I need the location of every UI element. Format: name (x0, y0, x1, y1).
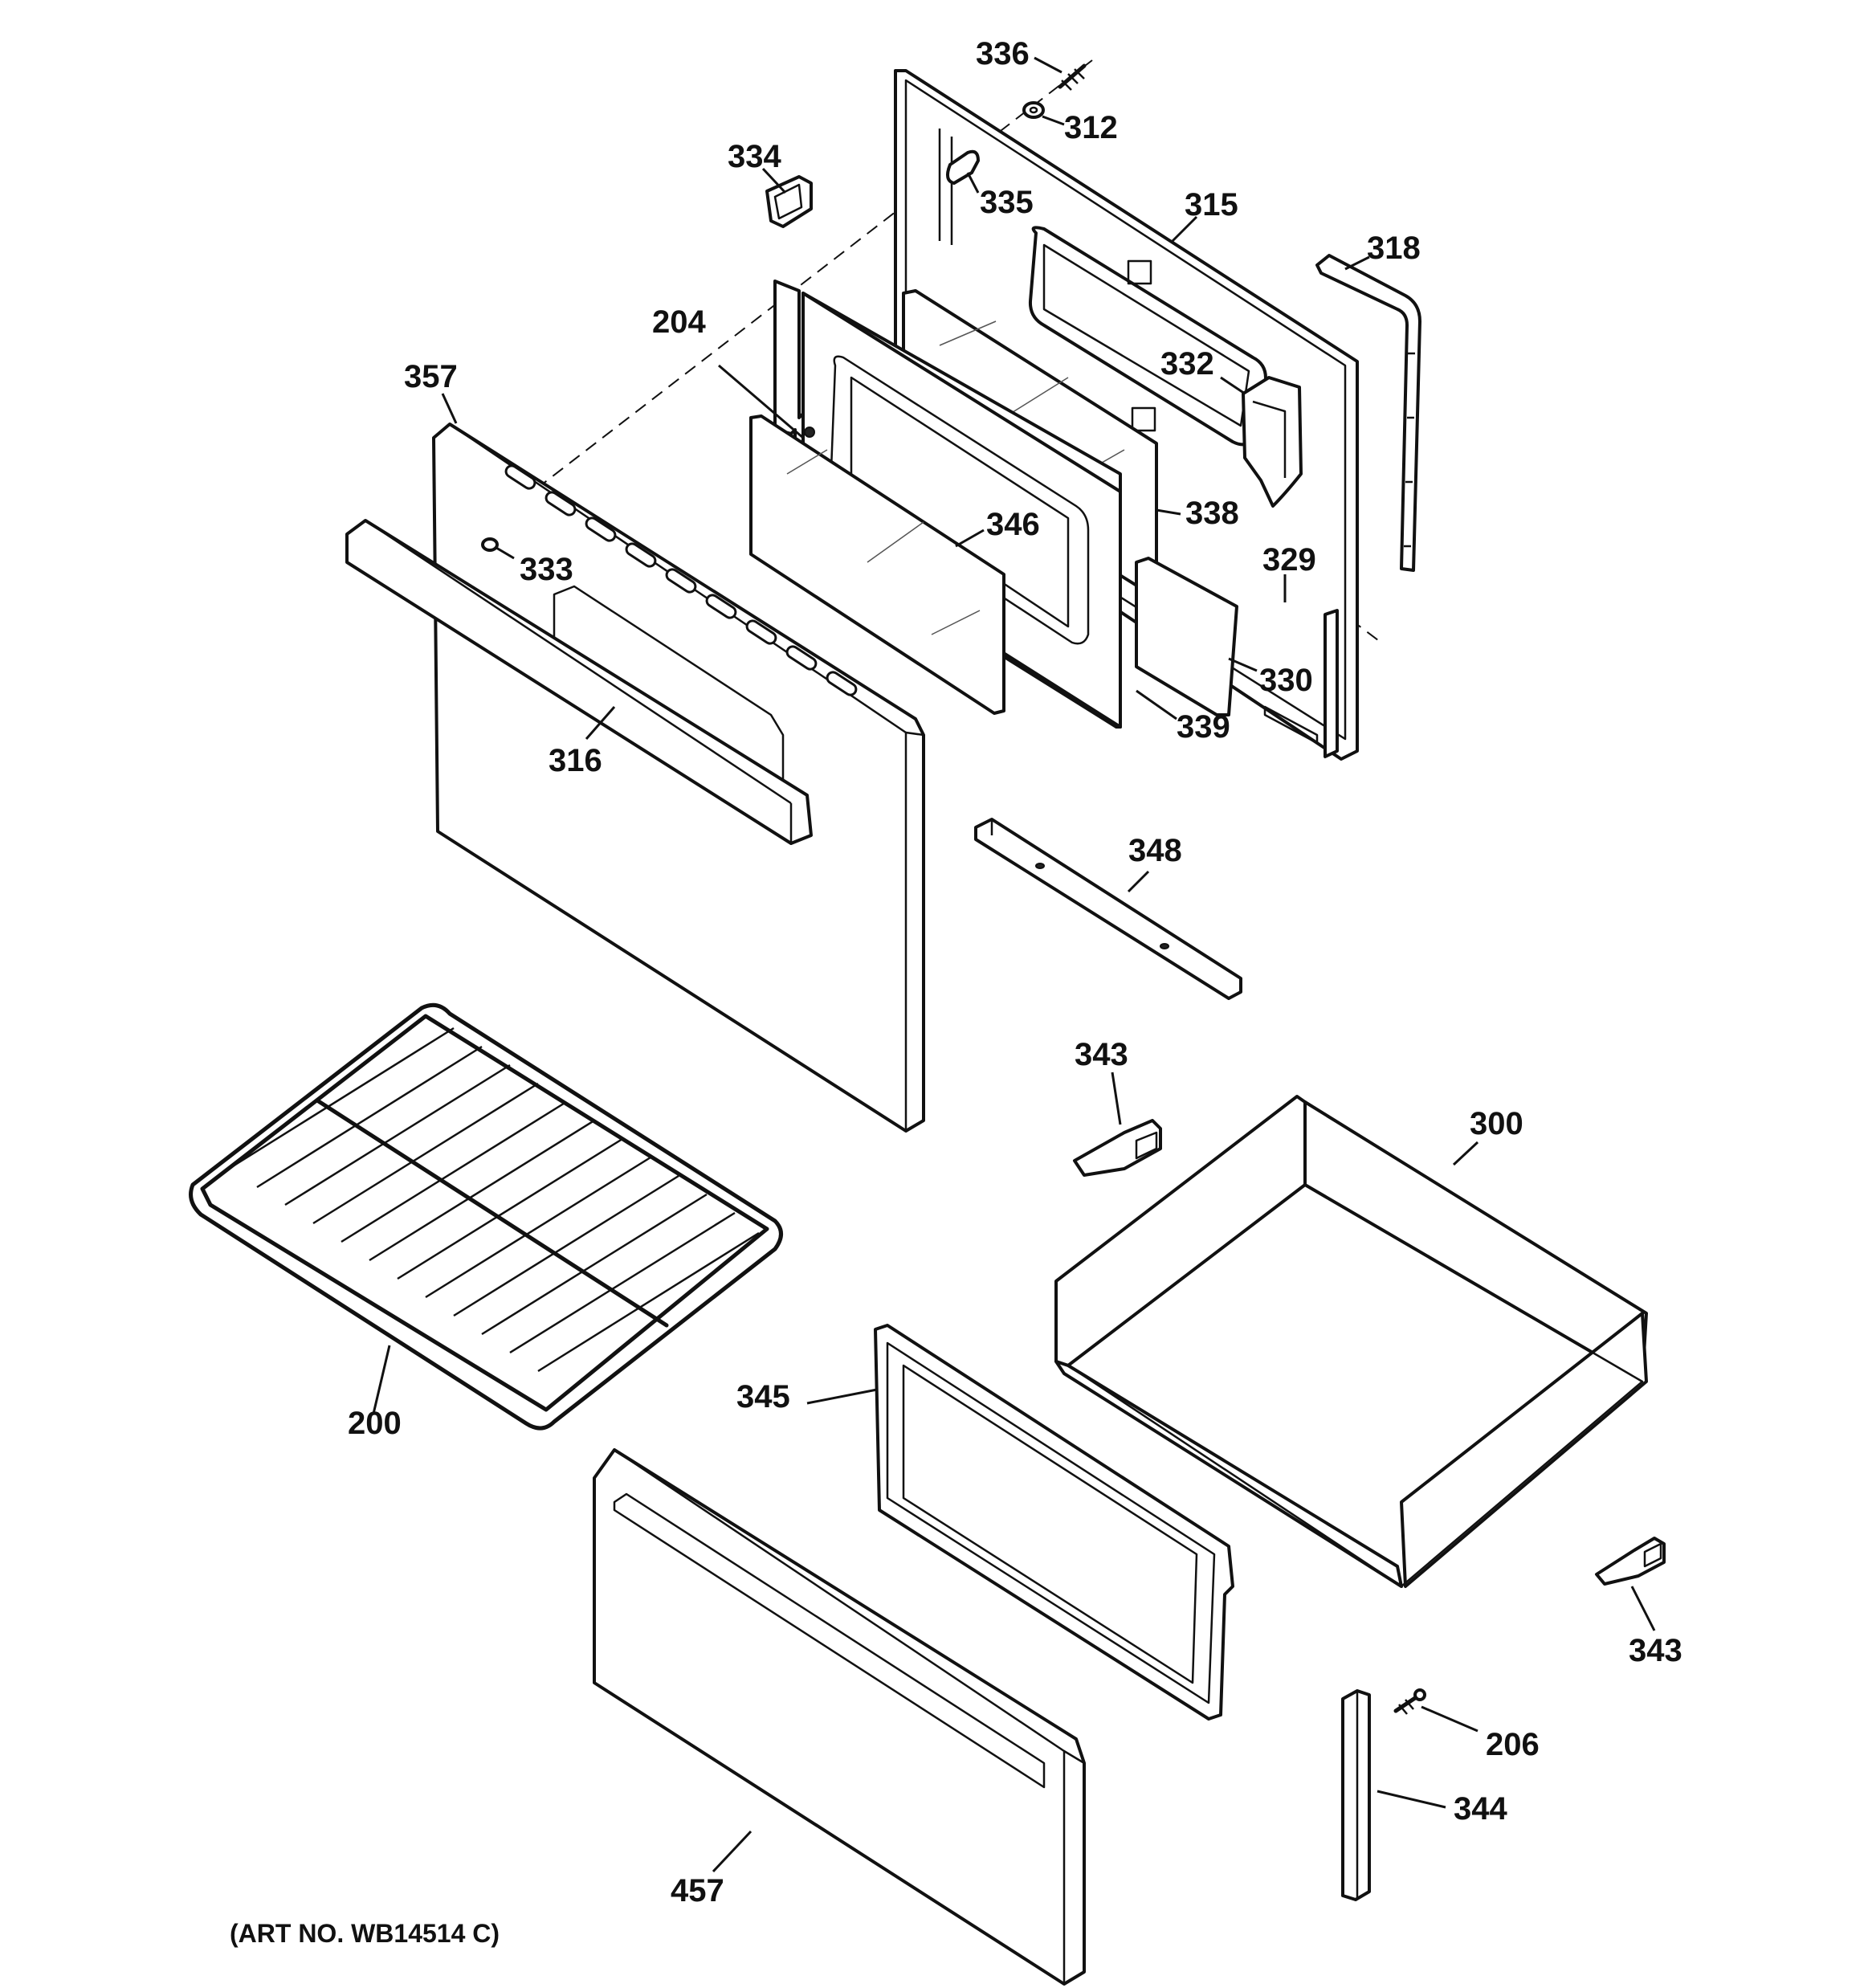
callout-335: 335 (980, 185, 1034, 220)
door-handle-part (345, 519, 813, 845)
screw-part (1058, 63, 1087, 91)
callout-348: 348 (1128, 833, 1182, 868)
callout-330: 330 (1259, 663, 1313, 698)
drawer-liner-part (874, 1324, 1234, 1721)
door-bracket-part (974, 818, 1242, 1000)
callout-329: 329 (1262, 542, 1316, 578)
washer-part (1022, 101, 1045, 119)
callout-339: 339 (1177, 709, 1230, 745)
drawer-body-part (1054, 1095, 1648, 1588)
callout-457: 457 (671, 1873, 724, 1908)
insulation-part (1242, 376, 1303, 508)
outer-glass-part (749, 414, 1005, 715)
callout-334: 334 (728, 139, 781, 174)
callout-336: 336 (976, 36, 1030, 71)
callout-344: 344 (1454, 1791, 1507, 1827)
callout-338: 338 (1185, 496, 1239, 531)
callout-316: 316 (549, 743, 602, 778)
callout-343-top: 343 (1075, 1037, 1128, 1072)
lower-panel-part (1135, 557, 1238, 716)
callout-332: 332 (1160, 346, 1214, 382)
drawer-glide-left-part (1073, 1119, 1162, 1177)
callout-312: 312 (1064, 110, 1118, 145)
callout-315: 315 (1185, 187, 1238, 222)
callout-200: 200 (348, 1406, 402, 1441)
callout-204: 204 (652, 304, 706, 340)
alignment-line-screw (513, 59, 1093, 507)
drawer-glide-right-part (1595, 1537, 1666, 1586)
alignment-line-hinge (1316, 594, 1382, 643)
callout-333: 333 (520, 552, 573, 587)
door-vent-slots (504, 464, 858, 696)
callout-345: 345 (736, 1379, 790, 1414)
door-clip-part (945, 149, 980, 185)
callout-346: 346 (986, 507, 1040, 542)
door-screw-part (481, 537, 499, 552)
rail-screw-part (1393, 1688, 1426, 1715)
callout-300: 300 (1470, 1106, 1523, 1141)
oven-rack-part (189, 1002, 783, 1431)
callout-343-bottom: 343 (1629, 1633, 1682, 1668)
art-number: (ART NO. WB14514 C) (230, 1919, 500, 1948)
callout-357: 357 (404, 359, 458, 394)
callout-318: 318 (1367, 231, 1421, 266)
leader-lines (372, 56, 1656, 1873)
inner-door-frame-part (894, 69, 1359, 761)
drawer-front-panel-part (593, 1448, 1086, 1986)
hinge-bracket-part (765, 175, 813, 228)
callout-206: 206 (1486, 1727, 1540, 1762)
drawer-rail-part (1341, 1689, 1371, 1901)
door-gasket-part (1315, 254, 1421, 572)
